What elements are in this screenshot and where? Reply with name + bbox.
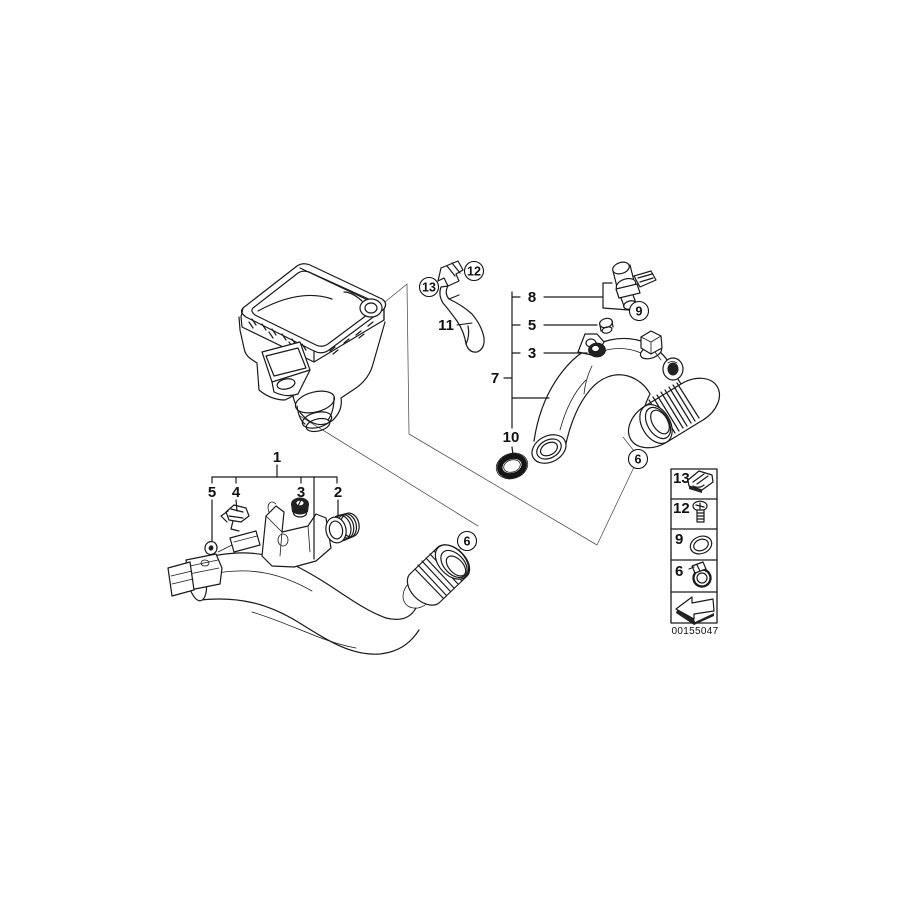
callout-label-4: 4 — [232, 484, 241, 501]
bracket-part-drawing — [437, 260, 485, 353]
callout-label-2: 2 — [334, 484, 342, 501]
callout-label-10: 10 — [503, 429, 520, 446]
legend-table: 13 12 9 6 — [670, 468, 718, 625]
callout-label-11: 11 — [438, 317, 454, 334]
washer-part — [204, 540, 218, 556]
callout-label-3-right: 3 — [528, 345, 536, 362]
legend-label-6: 6 — [675, 563, 683, 580]
svg-text:9: 9 — [636, 305, 643, 319]
o-ring-icon — [689, 535, 713, 555]
callout-label-1: 1 — [273, 449, 281, 466]
callout-label-5-right: 5 — [528, 317, 536, 334]
screw-icon — [692, 500, 708, 523]
callout-lines-right — [503, 282, 630, 456]
hose-clamp-icon — [688, 561, 712, 588]
callout-line-11 — [456, 322, 473, 326]
circled-callout-9: 9 — [628, 300, 650, 322]
circled-callout-13: 13 — [418, 276, 440, 298]
svg-text:12: 12 — [467, 265, 481, 279]
callout-label-8: 8 — [528, 289, 536, 306]
callout-label-5-left: 5 — [208, 484, 216, 501]
legend-label-13: 13 — [673, 470, 690, 487]
legend-label-12: 12 — [673, 500, 690, 517]
o-ring-10 — [495, 452, 529, 480]
legend-label-9: 9 — [675, 531, 683, 548]
air-filter-housing-drawing — [238, 263, 387, 433]
right-air-duct-drawing — [531, 330, 721, 464]
clip-part — [220, 504, 250, 532]
part-number: 00155047 — [672, 626, 719, 637]
svg-text:6: 6 — [635, 453, 642, 467]
lower-air-duct-drawing — [167, 501, 471, 655]
circled-callout-6-right: 6 — [627, 448, 649, 470]
circled-callout-6-lower: 6 — [456, 530, 478, 552]
direction-arrow-icon — [675, 596, 715, 625]
seal-grommet-right — [588, 342, 606, 358]
svg-text:6: 6 — [464, 535, 471, 549]
retainer-clip-icon — [687, 470, 714, 493]
callout-label-7: 7 — [491, 370, 499, 387]
callout-lines-group1 — [211, 464, 339, 560]
circled-callout-12: 12 — [463, 260, 485, 282]
svg-text:13: 13 — [422, 281, 436, 295]
callout-label-3-left: 3 — [297, 484, 305, 501]
sensor-part-drawing — [612, 261, 657, 310]
grommet-small-right — [599, 317, 614, 334]
